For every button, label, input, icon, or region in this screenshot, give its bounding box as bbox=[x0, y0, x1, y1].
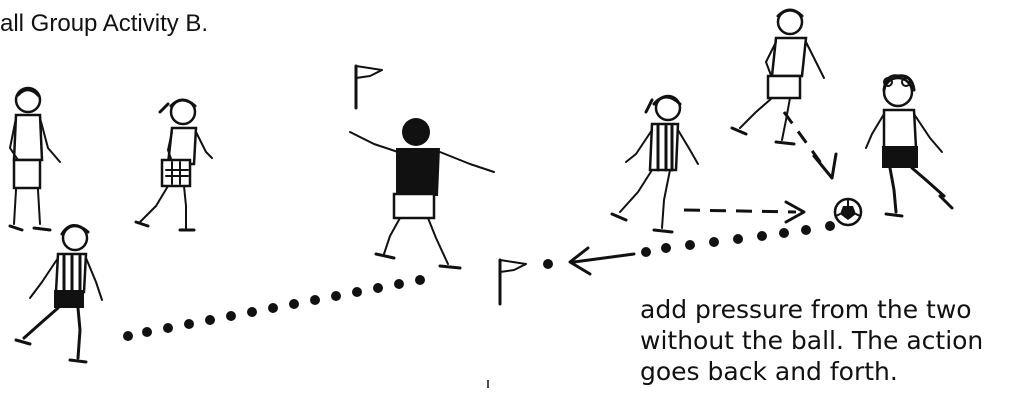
soccer-ball-icon bbox=[833, 197, 863, 227]
dotted-path-icon bbox=[543, 221, 835, 276]
player-girl-ponytail bbox=[134, 98, 213, 232]
player-striped-shirt-right bbox=[610, 94, 699, 234]
caption-line: goes back and forth. bbox=[640, 357, 898, 386]
dashed-arrow-icon bbox=[782, 111, 838, 180]
player-top-right bbox=[730, 8, 825, 146]
caption-line: without the ball. The action bbox=[640, 326, 984, 355]
player-curly-hair-right bbox=[865, 74, 954, 218]
dotted-path-icon bbox=[123, 275, 425, 341]
dashed-arrow-icon bbox=[683, 200, 806, 224]
activity-caption: add pressure from the two without the ba… bbox=[640, 294, 1020, 387]
player-left-standing bbox=[8, 86, 61, 232]
player-center-dark-shirt bbox=[349, 118, 495, 270]
flag-icon bbox=[354, 64, 383, 110]
player-striped-shirt-left bbox=[14, 224, 103, 364]
caption-line: add pressure from the two bbox=[640, 295, 972, 324]
flag-icon bbox=[498, 258, 527, 306]
activity-title: all Group Activity B. bbox=[0, 10, 209, 37]
